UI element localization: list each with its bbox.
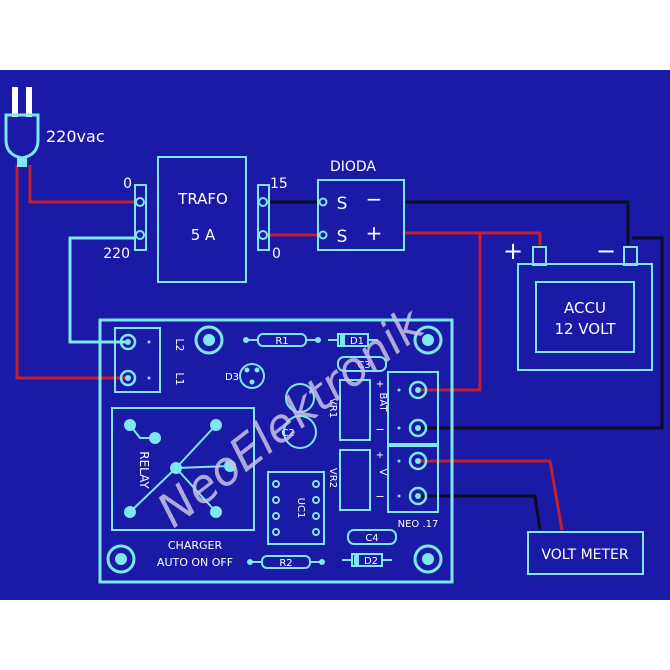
battery-line1: ACCU [564, 299, 606, 317]
transformer-pin-in-top: 0 [123, 176, 132, 192]
wire-diode-plus-to-battery [405, 231, 542, 245]
wire-pcb-to-voltmeter-minus [418, 494, 542, 531]
resistor-r1 [243, 333, 321, 347]
battery-plus: + [503, 237, 523, 265]
transformer-pin-out-bottom: 0 [272, 246, 281, 262]
resistor-r2 [247, 555, 325, 569]
volt-meter-box [527, 531, 644, 575]
led-d3 [239, 363, 265, 389]
pcb-label-v: V [377, 469, 388, 476]
ic-uc1 [267, 471, 325, 545]
pcb-label-relay: RELAY [137, 451, 151, 489]
pcb-label-r2: R2 [279, 558, 292, 569]
mounting-hole-icon [106, 325, 443, 574]
pcb-label-c4: C4 [365, 533, 378, 544]
capacitor-c2 [283, 415, 317, 449]
capacitor-c3 [337, 356, 387, 372]
diode-bridge-minus: − [366, 187, 383, 211]
pcb-label-l2: L2 [173, 338, 186, 351]
diode-bridge [317, 179, 405, 251]
wire-trafo-220-to-l2 [68, 236, 135, 344]
pcb-label-r1: R1 [275, 336, 288, 347]
volt-meter-label: VOLT METER [541, 547, 629, 563]
transformer-title: TRAFO [177, 190, 228, 208]
power-plug-icon [4, 87, 40, 167]
pcb-label-c3: C3 [357, 360, 370, 371]
bat-terminal [387, 371, 439, 445]
pcb-label-vr1: VR1 [327, 398, 338, 418]
transistor [285, 383, 315, 413]
wire-pcb-to-voltmeter-plus [418, 459, 564, 531]
diode-bridge-glyph-bottom: S [337, 227, 348, 247]
transformer-rating: 5 A [191, 226, 216, 244]
pcb-label-bat-minus: − [375, 423, 384, 436]
diode-d2 [342, 553, 392, 567]
pcb-label-v-minus: − [375, 490, 384, 503]
pcb-label-neo: NEO .17 [398, 519, 439, 530]
wire-diode-minus-to-battery [405, 200, 630, 245]
wire-plug-to-trafo-0 [28, 165, 135, 204]
pcb-board-name-line1: CHARGER [168, 539, 223, 552]
transformer-pin-out-top: 15 [270, 176, 288, 192]
transformer-pin-in-bottom: 220 [103, 246, 130, 262]
pcb-label-ic: UC1 [295, 498, 306, 519]
pcb-label-l1: L1 [173, 372, 186, 385]
pcb-label-d1: D1 [350, 336, 364, 347]
diode-bridge-glyph-top: S [337, 194, 348, 214]
wire-battery-minus-to-pcb [418, 236, 664, 430]
battery-minus: − [596, 237, 616, 265]
pcb-label-bat: BAT [377, 392, 388, 412]
pcb-label-c2: C2 [281, 428, 294, 439]
diode-bridge-title: DIODA [330, 159, 376, 175]
trimmer-vr1 [339, 379, 371, 441]
input-connector [114, 327, 161, 393]
pcb-label-vr2: VR2 [327, 468, 338, 488]
pcb-label-d2: D2 [364, 556, 378, 567]
pcb-label-bat-plus: + [376, 379, 384, 390]
pcb-label-v-plus: + [376, 450, 384, 461]
diode-d1 [328, 333, 378, 347]
wire-plug-to-l1 [15, 165, 126, 380]
capacitor-c4 [347, 529, 397, 545]
plug-voltage-label: 220vac [46, 127, 105, 146]
trimmer-vr2 [339, 449, 371, 511]
diode-bridge-plus: + [366, 221, 383, 245]
relay [111, 407, 255, 531]
battery [517, 246, 653, 371]
pcb-board-name-line2: AUTO ON OFF [157, 556, 233, 569]
v-terminal [387, 445, 439, 513]
battery-line2: 12 VOLT [554, 320, 616, 338]
transformer [134, 156, 270, 283]
pcb-board [98, 318, 454, 584]
pcb-label-d3: D3 [225, 372, 239, 383]
